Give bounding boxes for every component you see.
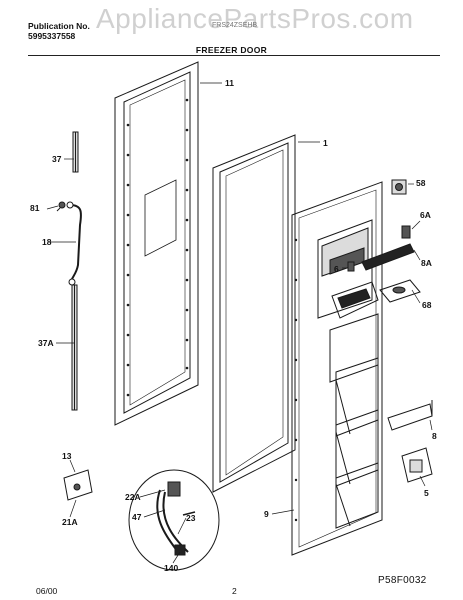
part-8 <box>387 400 433 431</box>
part-8A <box>361 243 415 271</box>
callout-8A: 8A <box>421 258 432 268</box>
publication-label: Publication No. <box>28 21 90 31</box>
callout-13: 13 <box>62 451 72 461</box>
callout-21A: 21A <box>62 517 78 527</box>
callout-58: 58 <box>416 178 426 188</box>
header-rule <box>28 55 440 56</box>
model-number: FRS24ZSEHB <box>212 22 258 29</box>
footer-page: 2 <box>232 586 237 596</box>
screw-81 <box>56 201 66 212</box>
wire-harness-inset <box>128 469 220 571</box>
callout-140: 140 <box>164 563 179 573</box>
trim-strip-top <box>72 131 79 173</box>
watermark: AppliancePartsPros.com <box>96 3 414 34</box>
callout-23: 23 <box>186 513 196 523</box>
part-6A <box>401 225 411 239</box>
callout-6: 6 <box>334 264 339 274</box>
callout-5: 5 <box>424 488 429 498</box>
callout-18: 18 <box>42 237 52 247</box>
callout-22A: 22A <box>125 492 141 502</box>
door-handle <box>66 201 82 286</box>
callout-1: 1 <box>323 138 328 148</box>
callout-81: 81 <box>30 203 40 213</box>
callout-9: 9 <box>264 509 269 519</box>
hinge-bracket <box>63 469 93 501</box>
part-5 <box>401 447 433 483</box>
callout-11: 11 <box>225 78 234 88</box>
callout-6A: 6A <box>420 210 431 220</box>
callout-37: 37 <box>52 154 62 164</box>
trim-strip-bottom <box>71 284 78 411</box>
callout-8: 8 <box>432 431 437 441</box>
door-liner-frame <box>114 61 199 426</box>
door-gasket <box>212 134 296 493</box>
section-title: FREEZER DOOR <box>195 45 268 55</box>
door-panel-dispenser <box>291 181 383 556</box>
part-58 <box>391 179 407 195</box>
callout-68: 68 <box>422 300 432 310</box>
leader-lines <box>46 82 433 564</box>
callout-37A: 37A <box>38 338 54 348</box>
footer-date: 06/00 <box>36 586 58 596</box>
part-68 <box>379 279 421 303</box>
publication-number: 5995337558 <box>28 31 76 41</box>
callout-47: 47 <box>132 512 142 522</box>
footer-diagram-code: P58F0032 <box>378 575 427 586</box>
part-6 <box>347 261 355 272</box>
